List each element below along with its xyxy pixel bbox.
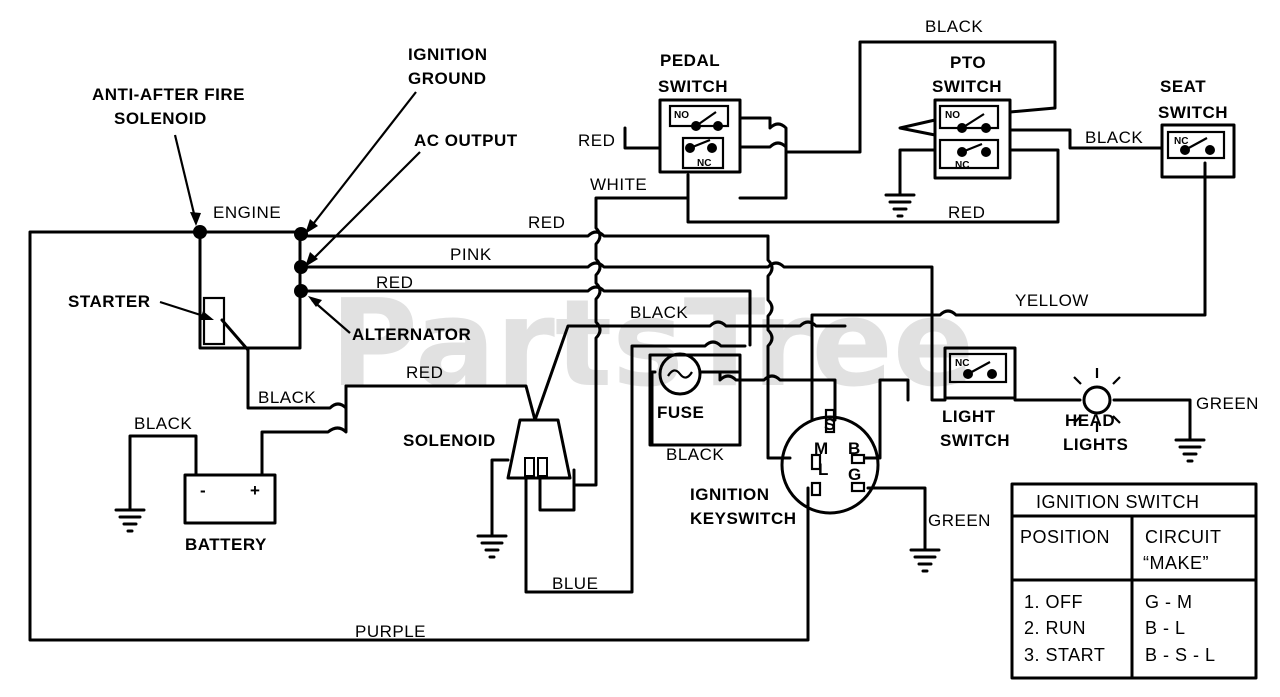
pto-switch: NO NC (933, 98, 1012, 180)
seat-nc-label: NC (1174, 136, 1188, 147)
table-header-circuit: CIRCUIT (1145, 527, 1222, 547)
seat-switch: NC (1160, 123, 1236, 179)
wire-red-1: RED (528, 213, 565, 232)
wire-black-seat: BLACK (1085, 128, 1143, 147)
engine (193, 225, 308, 350)
battery: - + (183, 473, 277, 525)
wire-green-lights: GREEN (1196, 394, 1259, 413)
pedal-nc-label: NC (697, 158, 711, 169)
wire-green-key: GREEN (928, 511, 991, 530)
light-nc-label: NC (955, 358, 969, 369)
light-switch-label: LIGHT (942, 407, 996, 426)
seat-switch-label-2: SWITCH (1158, 103, 1228, 122)
wire-black-top: BLACK (925, 17, 983, 36)
ignition-switch-table: IGNITION SWITCH POSITION CIRCUIT “MAKE” … (1010, 482, 1258, 680)
wire-black-fuse: BLACK (630, 303, 688, 322)
ignition-keyswitch: S M B G L (780, 408, 880, 515)
battery-label: BATTERY (185, 535, 267, 554)
wire-blue: BLUE (552, 574, 598, 593)
wire-purple: PURPLE (355, 622, 426, 641)
light-switch: NC (943, 346, 1017, 400)
table-row-position: 2. RUN (1024, 618, 1086, 638)
wire-black-starter: BLACK (258, 388, 316, 407)
starter-label: STARTER (68, 292, 151, 311)
table-header-circuit-2: “MAKE” (1143, 553, 1209, 573)
terminal-b: B (848, 439, 861, 458)
pedal-switch-label: PEDAL (660, 51, 720, 70)
terminal-l: L (818, 460, 829, 479)
fuse-label: FUSE (657, 403, 704, 422)
fuse (648, 352, 742, 447)
ac-output-label: AC OUTPUT (414, 131, 518, 150)
pedal-switch-label-2: SWITCH (658, 77, 728, 96)
engine-label: ENGINE (213, 203, 281, 222)
pto-switch-label-2: SWITCH (932, 77, 1002, 96)
wire-red-pto: RED (948, 203, 985, 222)
table-title: IGNITION SWITCH (1036, 492, 1200, 512)
head-lights-label-2: LIGHTS (1063, 435, 1128, 454)
wire-yellow: YELLOW (1015, 291, 1089, 310)
terminal-g: G (848, 465, 862, 484)
wire-red-pedal: RED (578, 131, 615, 150)
pto-nc-label: NC (955, 160, 969, 171)
solenoid (506, 418, 572, 480)
seat-switch-label: SEAT (1160, 77, 1206, 96)
table-row-circuit: G - M (1145, 592, 1193, 612)
anti-after-fire-label-2: SOLENOID (114, 109, 207, 128)
ignition-keyswitch-label: IGNITION (690, 485, 770, 504)
pedal-switch: NO NC (658, 98, 742, 174)
wire-red-2: RED (376, 273, 413, 292)
ignition-keyswitch-label-2: KEYSWITCH (690, 509, 797, 528)
table-row-circuit: B - L (1145, 618, 1186, 638)
ignition-ground-label: IGNITION (408, 45, 488, 64)
table-row-position: 3. START (1024, 645, 1105, 665)
pto-switch-label: PTO (950, 53, 986, 72)
head-lights-label: HEAD (1065, 411, 1115, 430)
battery-negative: - (200, 481, 206, 500)
battery-positive: + (250, 481, 260, 500)
pto-no-label: NO (945, 110, 960, 121)
table-header-position: POSITION (1020, 527, 1110, 547)
wire-white: WHITE (590, 175, 647, 194)
pedal-no-label: NO (674, 110, 689, 121)
terminal-s: S (824, 415, 836, 434)
anti-after-fire-label: ANTI-AFTER FIRE (92, 85, 245, 104)
table-row-position: 1. OFF (1024, 592, 1083, 612)
solenoid-label: SOLENOID (403, 431, 496, 450)
table-row-circuit: B - S - L (1145, 645, 1216, 665)
wire-black-battery: BLACK (134, 414, 192, 433)
wire-black-fuse-bottom: BLACK (666, 445, 724, 464)
ignition-ground-terminal (294, 227, 308, 241)
head-lights (1065, 368, 1129, 432)
light-switch-label-2: SWITCH (940, 431, 1010, 450)
wire-pink: PINK (450, 245, 492, 264)
terminal-m: M (814, 439, 829, 458)
ignition-ground-label-2: GROUND (408, 69, 487, 88)
alternator-label: ALTERNATOR (352, 325, 471, 344)
wire-red-solenoid: RED (406, 363, 443, 382)
